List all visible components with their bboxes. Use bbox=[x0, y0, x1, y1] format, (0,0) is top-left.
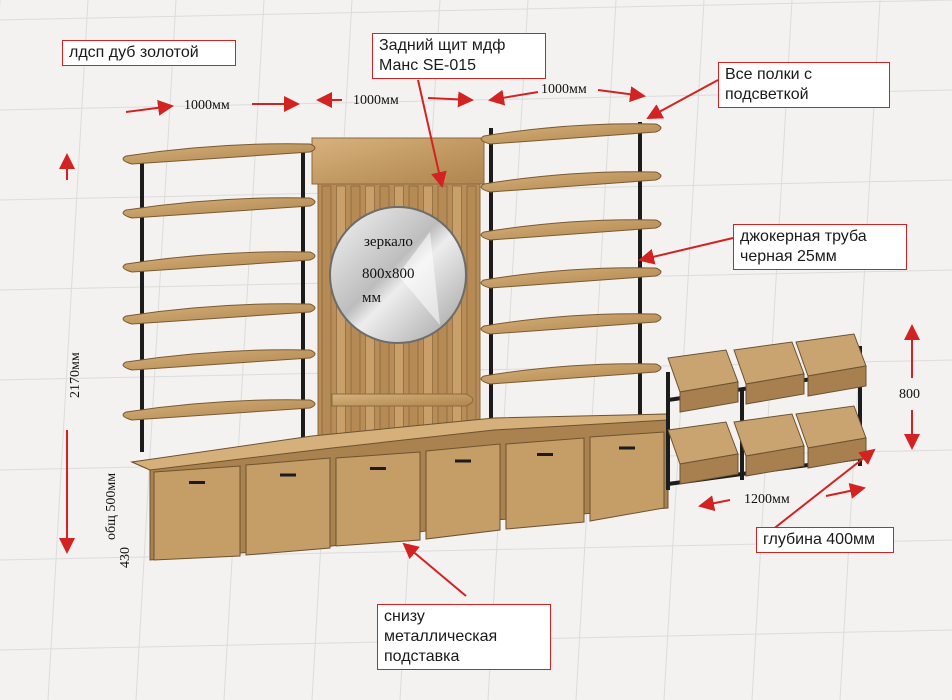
arrow bbox=[402, 542, 467, 597]
door-handle bbox=[280, 473, 296, 477]
door-handle bbox=[189, 481, 205, 484]
left-shelf bbox=[122, 303, 316, 325]
base-cabinets bbox=[130, 413, 669, 561]
width-center-label: 1000мм bbox=[353, 93, 399, 108]
arrow bbox=[488, 89, 539, 106]
left-shelf bbox=[122, 399, 316, 421]
left-shelf bbox=[122, 349, 316, 371]
grid-line bbox=[663, 0, 705, 700]
cabinet-door bbox=[425, 443, 501, 540]
cabinet-door bbox=[153, 465, 241, 561]
arrow bbox=[825, 483, 866, 499]
mirror-label: зеркало bbox=[364, 234, 413, 250]
crate-front bbox=[745, 373, 805, 405]
right-shelf bbox=[480, 267, 662, 289]
width-right-label: 1000мм bbox=[541, 82, 587, 97]
crate-front bbox=[679, 381, 739, 413]
depth-note: глубина 400мм bbox=[756, 527, 894, 553]
slat bbox=[321, 185, 332, 439]
left-shelf bbox=[122, 197, 316, 219]
right-shelf bbox=[480, 363, 662, 385]
width-left-label: 1000мм bbox=[184, 98, 230, 113]
arrow bbox=[427, 91, 474, 108]
door-handle bbox=[537, 453, 553, 456]
arrow bbox=[771, 448, 876, 531]
height-total-label: 2170мм bbox=[68, 352, 83, 398]
right-shelf bbox=[480, 219, 662, 241]
cabinet-door bbox=[505, 437, 585, 530]
crate-front bbox=[807, 365, 867, 397]
back-panel-note: Задний щит мдф Манс SE-015 bbox=[372, 33, 546, 79]
left-shelf bbox=[122, 143, 316, 165]
grid-line bbox=[0, 0, 952, 21]
crate-rack bbox=[666, 333, 867, 490]
arrow bbox=[597, 86, 646, 103]
arrow bbox=[417, 79, 447, 188]
stand-note: снизу металлическая подставка bbox=[377, 604, 551, 670]
rack-height-label: 800 bbox=[899, 387, 920, 402]
door-handle bbox=[370, 467, 386, 470]
rack-crates bbox=[667, 333, 867, 485]
grid-line bbox=[47, 0, 89, 700]
cabinet-door bbox=[589, 431, 665, 522]
arrow bbox=[698, 495, 731, 512]
crate-front bbox=[679, 453, 739, 485]
mirror-unit-label: мм bbox=[362, 290, 381, 306]
arrow bbox=[125, 99, 174, 116]
cabinet-door bbox=[335, 451, 421, 547]
crate-front bbox=[745, 445, 805, 477]
pipe-note: джокерная труба черная 25мм bbox=[733, 224, 907, 270]
door-handle bbox=[455, 459, 471, 463]
right-tower-shelves bbox=[480, 123, 662, 385]
rack-width-label: 1200мм bbox=[744, 492, 790, 507]
mirror bbox=[329, 206, 467, 344]
base-total-label: общ 500мм bbox=[104, 472, 119, 540]
arrow bbox=[646, 79, 719, 119]
right-shelf bbox=[480, 123, 662, 145]
grid-line bbox=[575, 0, 617, 700]
left-tower-shelves bbox=[122, 143, 316, 421]
cabinet-door bbox=[245, 457, 331, 556]
grid-line bbox=[487, 0, 529, 700]
right-shelf bbox=[480, 313, 662, 335]
center-shelf bbox=[331, 393, 474, 407]
right-shelf bbox=[480, 171, 662, 193]
grid-line bbox=[135, 0, 177, 700]
grid-line bbox=[223, 0, 265, 700]
material-note: лдсп дуб золотой bbox=[62, 40, 236, 66]
mirror-size-label: 800х800 bbox=[362, 266, 415, 282]
cabinet-doors bbox=[153, 431, 665, 561]
door-handle bbox=[619, 446, 635, 450]
annotation-arrows bbox=[59, 79, 920, 597]
shelves-note: Все полки с подсветкой bbox=[718, 62, 890, 108]
base-cabinet-label: 430 bbox=[118, 547, 133, 568]
arrow bbox=[638, 237, 734, 265]
left-shelf bbox=[122, 251, 316, 273]
